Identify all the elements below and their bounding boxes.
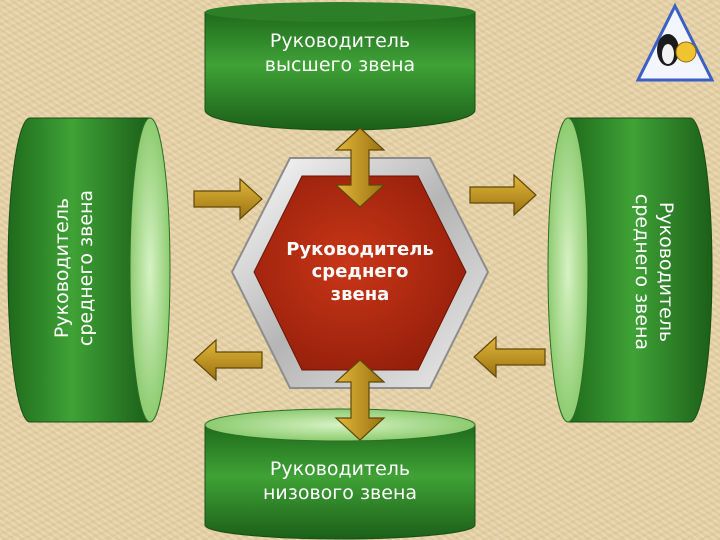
arrow-center-to-right <box>469 173 537 217</box>
right-box-label: Руководитель среднего звена <box>631 193 677 351</box>
penguin-triangle-logo <box>635 2 715 82</box>
top-box-label: Руководитель высшего звена <box>264 30 416 76</box>
left-box-label: Руководитель среднего звена <box>51 189 97 347</box>
bottom-cylinder <box>204 408 476 540</box>
left-cylinder <box>7 117 171 423</box>
arrow-left-to-center <box>193 177 263 221</box>
bottom-box-label: Руководитель низового звена <box>262 458 418 504</box>
arrow-top-center <box>334 127 386 208</box>
arrow-right-to-center <box>473 335 546 379</box>
arrow-center-bottom <box>334 359 386 441</box>
center-hexagon-label: Руководитель среднего звена <box>286 238 434 305</box>
right-cylinder <box>547 117 713 423</box>
center-hexagon <box>230 157 490 389</box>
top-cylinder <box>204 2 476 131</box>
arrow-center-to-left <box>193 338 263 382</box>
